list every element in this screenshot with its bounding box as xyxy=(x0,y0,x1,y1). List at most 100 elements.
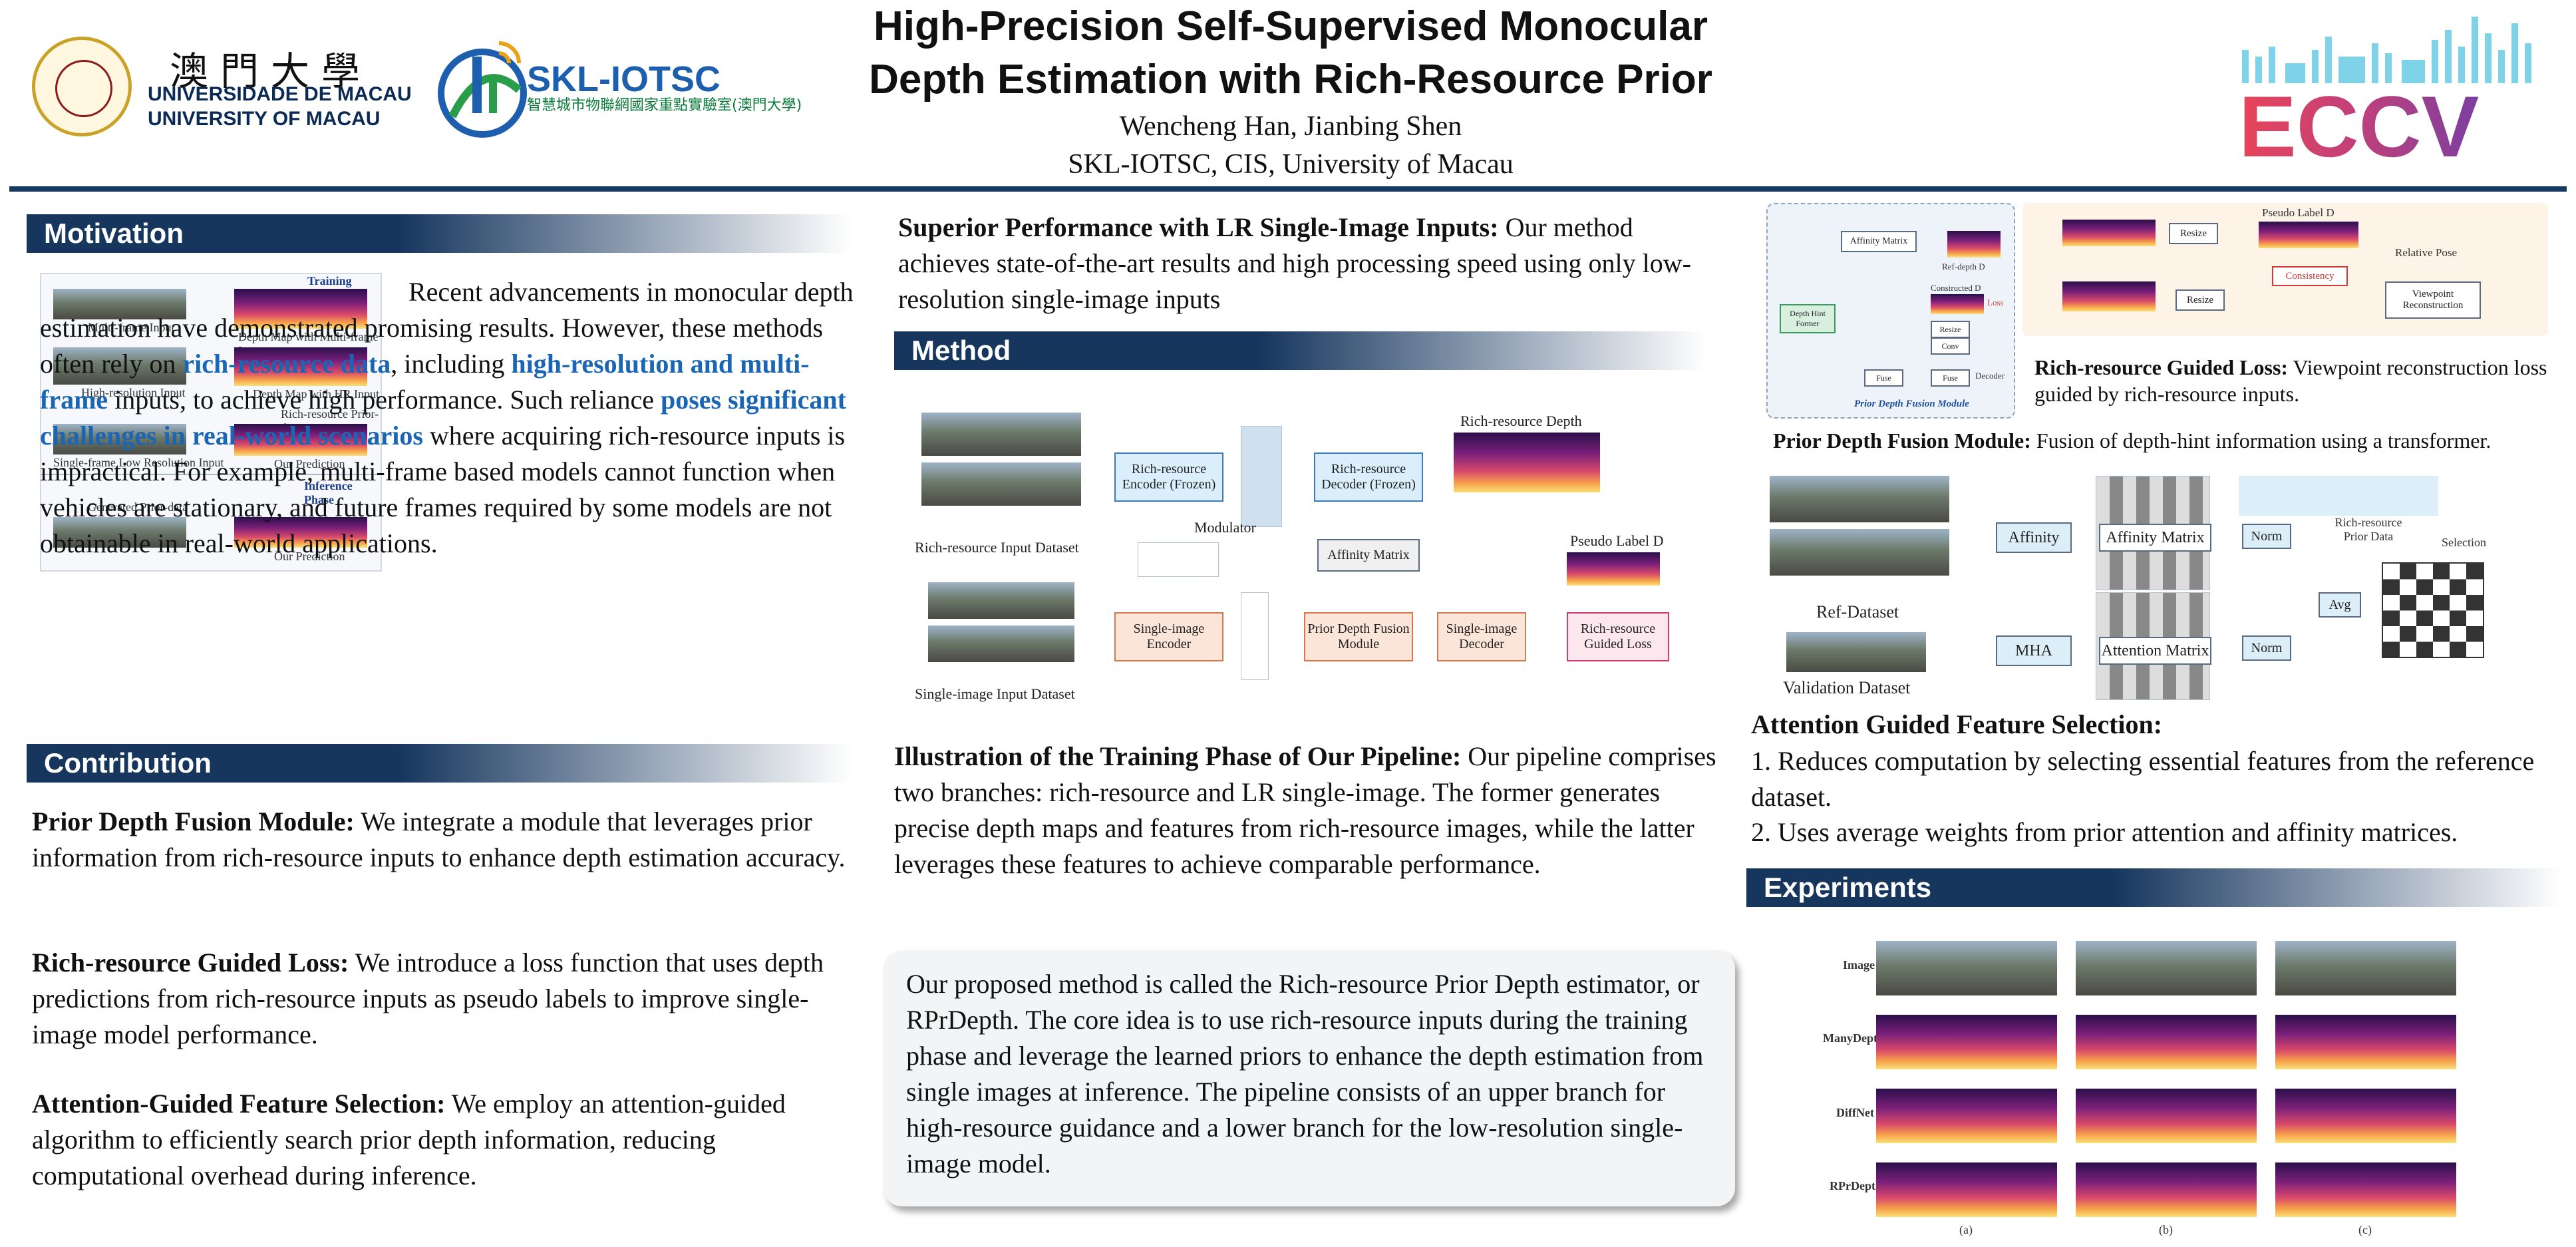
val-image xyxy=(1786,632,1926,672)
ref-image-2 xyxy=(1770,529,1949,576)
ref-image-1 xyxy=(1770,476,1949,522)
rr-encoder-box: Rich-resource Encoder (Frozen) xyxy=(1114,452,1223,502)
inference-phase-label: Inference Phase xyxy=(304,479,353,506)
si-encoder-box: Single-image Encoder xyxy=(1114,612,1223,661)
um-name-english: UNIVERSITY OF MACAU xyxy=(148,108,381,130)
exp-rprdepth-b xyxy=(2076,1162,2257,1217)
si-decoder-box: Single-image Decoder xyxy=(1437,612,1526,661)
inference-prediction-image xyxy=(234,517,367,548)
exp-diffnet-a xyxy=(1876,1089,2057,1143)
pdfm-text: Prior Depth Fusion Module: Fusion of dep… xyxy=(1773,429,2492,452)
exp-manydepth-c xyxy=(2275,1015,2456,1069)
um-name-chinese: 澳門大學 xyxy=(170,49,373,94)
depth-hr-image xyxy=(234,347,367,386)
col-label-a: (a) xyxy=(1959,1223,1973,1236)
row-label-rprdepth: RPrDepth xyxy=(1830,1179,1882,1192)
section-experiments-heading: Experiments xyxy=(1746,868,2561,907)
selection-figure: Ref-Dataset Validation Dataset Affinity … xyxy=(1770,469,2555,700)
our-prediction2-label: Our Prediction xyxy=(274,550,345,563)
exp-diffnet-b xyxy=(2076,1089,2257,1143)
pdfm-caption: Prior Depth Fusion Module xyxy=(1854,399,1969,409)
inference-input-image xyxy=(53,517,186,548)
motivation-text: Recent advancements in monocular depth e… xyxy=(40,277,854,558)
method-summary-text: Our proposed method is called the Rich-r… xyxy=(906,969,1704,1178)
loss-viewpoint-box: Viewpoint Reconstruction xyxy=(2385,281,2481,319)
col-label-c: (c) xyxy=(2358,1223,2372,1236)
single-frame-image xyxy=(53,424,186,454)
loss-pseudo-label: Pseudo Label D xyxy=(2262,206,2334,219)
poster-title: High-Precision Self-Supervised Monocular… xyxy=(732,0,1850,106)
affiliation: SKL-IOTSC, CIS, University of Macau xyxy=(1068,149,1514,180)
pdfm-ref-depth-label: Ref-depth D xyxy=(1942,262,1985,271)
title-line-2: Depth Estimation with Rich-Resource Prio… xyxy=(869,57,1712,102)
loss-dp-image xyxy=(2062,220,2156,246)
skl-iotsc-wordmark: SKL-IOTSC xyxy=(527,59,721,99)
pdfm-fuse-box-2: Fuse xyxy=(1931,369,1970,387)
feature-fr-icon xyxy=(1241,426,1282,527)
superior-performance-text: Superior Performance with LR Single-Imag… xyxy=(898,212,1691,314)
multi-frame-label: Multi-frame Input xyxy=(88,321,175,334)
experiments-figure: Image ManyDepth DiffNet RPrDepth (a) (b)… xyxy=(1823,932,2488,1244)
high-res-image xyxy=(53,347,186,385)
header-divider xyxy=(9,186,2567,192)
exp-manydepth-a xyxy=(1876,1015,2057,1069)
pdfm-resize-box: Resize xyxy=(1931,321,1970,338)
feature-fs-icon xyxy=(1241,592,1269,680)
section-method-heading: Method xyxy=(894,331,1706,370)
generated-prior-label: Generated Prior-data xyxy=(88,500,188,514)
ref-dataset-label: Ref-Dataset xyxy=(1816,602,1899,622)
single-frame-label: Single-frame Low Resolution Input xyxy=(53,456,224,469)
pdfm-depth-hint-box: Depth Hint Former xyxy=(1780,304,1836,333)
rr-depth-image xyxy=(1454,433,1600,492)
contribution-3: Attention-Guided Feature Selection: We e… xyxy=(32,1089,786,1190)
exp-rprdepth-c xyxy=(2275,1162,2456,1217)
depth-multi-image xyxy=(234,289,367,329)
pdfm-loss-label: Loss xyxy=(1987,297,2004,307)
pseudo-label-image xyxy=(1567,552,1660,586)
university-seal-icon xyxy=(32,37,132,136)
norm-box-1: Norm xyxy=(2242,524,2291,549)
col-label-b: (b) xyxy=(2159,1223,2173,1236)
selection-label: Selection xyxy=(2442,536,2486,549)
agfs-point-1: 1. Reduces computation by selecting esse… xyxy=(1751,746,2535,812)
pdfm-conv-box: Conv xyxy=(1931,337,1970,355)
um-name-portuguese: UNIVERSIDADE DE MACAU xyxy=(148,83,412,105)
attention-matrix-box: Attention Matrix xyxy=(2099,637,2211,665)
affinity-box: Affinity xyxy=(1996,522,2072,553)
eccv-logo-icon: ECCV xyxy=(2239,17,2531,163)
loss-figure: Resize Pseudo Label D Consistency Relati… xyxy=(2022,203,2548,336)
mha-box: MHA xyxy=(1996,635,2072,666)
si-dataset-label: Single-image Input Dataset xyxy=(915,685,1075,702)
section-motivation-heading: Motivation xyxy=(27,214,852,253)
avg-box: Avg xyxy=(2319,592,2361,618)
rr-decoder-box: Rich-resource Decoder (Frozen) xyxy=(1314,452,1423,502)
depth-hr-label: Depth Map with HR Input xyxy=(253,387,379,401)
pipeline-figure: Rich-resource Input Dataset Single-image… xyxy=(908,393,1726,712)
rr-depth-label: Rich-resource Depth xyxy=(1460,413,1582,429)
our-prediction-image xyxy=(234,424,367,456)
rr-dataset-label: Rich-resource Input Dataset xyxy=(915,539,1079,556)
exp-rprdepth-a xyxy=(1876,1162,2057,1217)
selection-grid-icon xyxy=(2382,562,2484,658)
loss-resize-box-2: Resize xyxy=(2175,289,2225,311)
rr-input-image-2 xyxy=(921,462,1081,506)
prior-data-label: Rich-resource Prior Data xyxy=(2334,516,2402,543)
pseudo-label-text: Pseudo Label D xyxy=(1570,532,1664,549)
rr-input-image-1 xyxy=(921,413,1081,456)
row-label-manydepth: ManyDepth xyxy=(1823,1031,1885,1045)
pdfm-figure: Affinity Matrix Ref-depth D Depth Hint F… xyxy=(1766,203,2015,419)
guided-loss-box: Rich-resource Guided Loss xyxy=(1567,612,1669,661)
exp-image-b xyxy=(2076,941,2257,995)
pipeline-illustration-text: Illustration of the Training Phase of Ou… xyxy=(894,741,1716,879)
row-label-diffnet: DiffNet xyxy=(1836,1106,1874,1119)
norm-box-2: Norm xyxy=(2242,635,2291,661)
svg-text:ECCV: ECCV xyxy=(2239,78,2479,163)
motivation-figure: Training Phase Multi-frame Input High-re… xyxy=(40,273,382,572)
val-dataset-label: Validation Dataset xyxy=(1783,678,1911,697)
exp-image-c xyxy=(2275,941,2456,995)
high-res-label: High-resolution Input xyxy=(81,386,186,399)
si-input-image-1 xyxy=(928,582,1074,619)
skl-chinese-name: 智慧城市物聯網國家重點實驗室(澳門大學) xyxy=(527,97,802,114)
loss-consistency-box: Consistency xyxy=(2272,266,2348,286)
agfs-point-2: 2. Uses average weights from prior atten… xyxy=(1751,817,2458,847)
